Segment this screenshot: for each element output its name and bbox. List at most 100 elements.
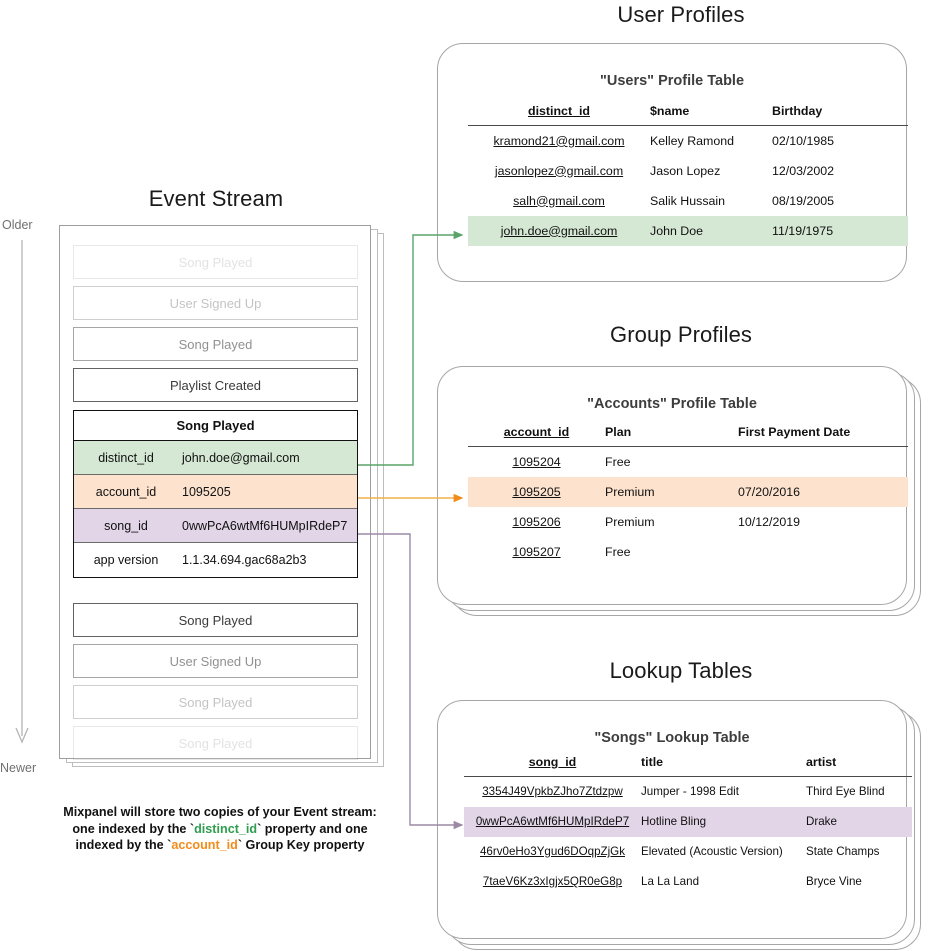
cell-name: Salik Hussain — [650, 193, 726, 208]
event-property-key: distinct_id — [98, 450, 154, 465]
event-item-label: Song Played — [178, 336, 253, 352]
caption-token-account-id: account_id — [171, 838, 238, 852]
event-property-value: john.doe@gmail.com — [182, 450, 300, 465]
cell-birthday: 11/19/1975 — [772, 215, 908, 246]
timeline-down-arrow-icon — [15, 240, 29, 744]
table-row[interactable]: 3354J49VpkbZJho7Ztdzpw Jumper - 1998 Edi… — [464, 777, 912, 807]
cell-artist: Third Eye Blind — [806, 785, 885, 799]
page-title-lookup-tables: Lookup Tables — [609, 658, 753, 683]
cell-first-payment-date — [738, 537, 908, 567]
page-title-group-profiles: Group Profiles — [609, 322, 752, 347]
cell-artist: State Champs — [806, 845, 880, 858]
cell-plan: Free — [605, 544, 631, 559]
cell-plan: Premium — [605, 514, 655, 529]
cell-plan: Premium — [605, 476, 738, 507]
event-item[interactable]: Playlist Created — [73, 368, 358, 402]
cell-plan: Free — [605, 454, 631, 469]
cell-account-id: 1095205 — [468, 476, 605, 507]
caption-line-3-post: ` Group Key property — [237, 838, 365, 852]
cell-name: Jason Lopez — [650, 163, 721, 178]
event-item-label: Song Played — [178, 254, 253, 270]
event-item[interactable]: Song Played — [73, 245, 358, 279]
event-item[interactable]: Song Played — [73, 327, 358, 361]
page-title-user-profiles: User Profiles — [617, 2, 745, 27]
table-row[interactable]: 1095207 Free — [468, 537, 908, 567]
caption-line-2-post: ` property and one — [257, 821, 368, 836]
caption-line-1: Mixpanel will store two copies of your E… — [63, 805, 377, 819]
table-row[interactable]: 7taeV6Kz3xIgjx5QR0eG8p La La Land Bryce … — [464, 867, 912, 897]
column-header-account-id: account_id — [503, 425, 570, 439]
event-item[interactable]: Song Played — [73, 726, 358, 760]
users-table-title: "Users" Profile Table — [599, 73, 745, 89]
event-property-key: app version — [93, 553, 159, 567]
column-header-first-payment-date: First Payment Date — [738, 425, 851, 439]
caption-line-2: one indexed by the `distinct_id` propert… — [40, 821, 400, 838]
table-row-highlighted[interactable]: 0wwPcA6wtMf6HUMpIRdeP7 Hotline Bling Dra… — [464, 806, 912, 837]
cell-account-id: 1095206 — [512, 514, 561, 529]
table-row-highlighted[interactable]: john.doe@gmail.com John Doe 11/19/1975 — [468, 215, 908, 246]
cell-song-id: 7taeV6Kz3xIgjx5QR0eG8p — [482, 875, 623, 888]
event-item-selected[interactable]: Song Played distinct_id john.doe@gmail.c… — [73, 410, 358, 578]
cell-account-id: 1095204 — [512, 454, 561, 469]
songs-table-title: "Songs" Lookup Table — [594, 730, 750, 746]
cell-birthday: 12/03/2002 — [772, 163, 835, 178]
event-item[interactable]: Song Played — [73, 685, 358, 719]
event-item[interactable]: User Signed Up — [73, 286, 358, 320]
cell-first-payment-date — [738, 447, 908, 477]
event-property-value: 0wwPcA6wtMf6HUMpIRdeP7 — [182, 518, 348, 533]
users-profile-table: distinct_id $name Birthday kramond21@gma… — [468, 104, 908, 246]
table-row-highlighted[interactable]: 1095205 Premium 07/20/2016 — [468, 476, 908, 507]
caption-line-3-pre: indexed by the ` — [75, 838, 172, 852]
timeline-axis: Older Newer — [0, 218, 58, 783]
column-header-song-id: song_id — [528, 755, 577, 769]
event-property-value: 1.1.34.694.gac68a2b3 — [182, 553, 307, 567]
table-row[interactable]: 1095206 Premium 10/12/2019 — [468, 507, 908, 537]
cell-name: John Doe — [650, 215, 772, 246]
event-stream-caption: Mixpanel will store two copies of your E… — [40, 804, 400, 854]
column-header-birthday: Birthday — [772, 104, 823, 118]
cell-artist: Drake — [806, 806, 912, 837]
event-item-label: User Signed Up — [169, 653, 262, 669]
event-property-key: account_id — [95, 484, 157, 499]
cell-birthday: 08/19/2005 — [772, 193, 835, 208]
event-item-label: User Signed Up — [169, 295, 262, 311]
accounts-profile-table: account_id Plan First Payment Date 10952… — [468, 425, 908, 567]
table-header-row: song_id title artist — [464, 755, 912, 777]
songs-lookup-table: song_id title artist 3354J49VpkbZJho7Ztd… — [464, 755, 912, 897]
event-item-selected-title: Song Played — [74, 411, 357, 441]
timeline-label-older: Older — [2, 218, 33, 232]
column-header-distinct-id: distinct_id — [528, 104, 590, 118]
column-header-artist: artist — [806, 755, 837, 769]
page-title-event-stream: Event Stream — [148, 186, 284, 211]
event-item-label: Song Played — [178, 612, 253, 628]
accounts-table-title: "Accounts" Profile Table — [587, 396, 757, 412]
cell-title: La La Land — [641, 875, 700, 888]
table-row[interactable]: kramond21@gmail.com Kelley Ramond 02/10/… — [468, 126, 908, 156]
event-property-value: 1095205 — [182, 484, 231, 499]
table-row[interactable]: jasonlopez@gmail.com Jason Lopez 12/03/2… — [468, 156, 908, 186]
event-property-row-account-id: account_id 1095205 — [74, 475, 357, 509]
cell-title: Jumper - 1998 Edit — [641, 785, 739, 799]
column-header-title: title — [641, 755, 664, 769]
cell-distinct-id: jasonlopez@gmail.com — [494, 163, 624, 178]
timeline-label-newer: Newer — [0, 761, 37, 775]
event-property-row-app-version: app version 1.1.34.694.gac68a2b3 — [74, 543, 357, 577]
cell-first-payment-date: 07/20/2016 — [738, 476, 908, 507]
event-item[interactable]: User Signed Up — [73, 644, 358, 678]
cell-song-id: 0wwPcA6wtMf6HUMpIRdeP7 — [464, 806, 641, 837]
cell-name: Kelley Ramond — [650, 133, 735, 148]
event-list-below: Song Played User Signed Up Song Played S… — [73, 603, 358, 767]
event-item[interactable]: Song Played — [73, 603, 358, 637]
table-row[interactable]: salh@gmail.com Salik Hussain 08/19/2005 — [468, 186, 908, 216]
cell-song-id: 3354J49VpkbZJho7Ztdzpw — [482, 785, 623, 799]
cell-song-id: 46rv0eHo3Ygud6DOqpZjGk — [479, 845, 625, 858]
caption-line-2-pre: one indexed by the ` — [72, 821, 195, 836]
table-row[interactable]: 1095204 Free — [468, 447, 908, 477]
event-item-label: Playlist Created — [169, 377, 262, 393]
cell-birthday: 02/10/1985 — [772, 133, 835, 148]
event-property-row-distinct-id: distinct_id john.doe@gmail.com — [74, 441, 357, 475]
event-property-key: song_id — [104, 518, 148, 533]
event-item-label: Song Played — [178, 735, 253, 751]
cell-title: Hotline Bling — [641, 806, 806, 837]
table-row[interactable]: 46rv0eHo3Ygud6DOqpZjGk Elevated (Acousti… — [464, 837, 912, 867]
